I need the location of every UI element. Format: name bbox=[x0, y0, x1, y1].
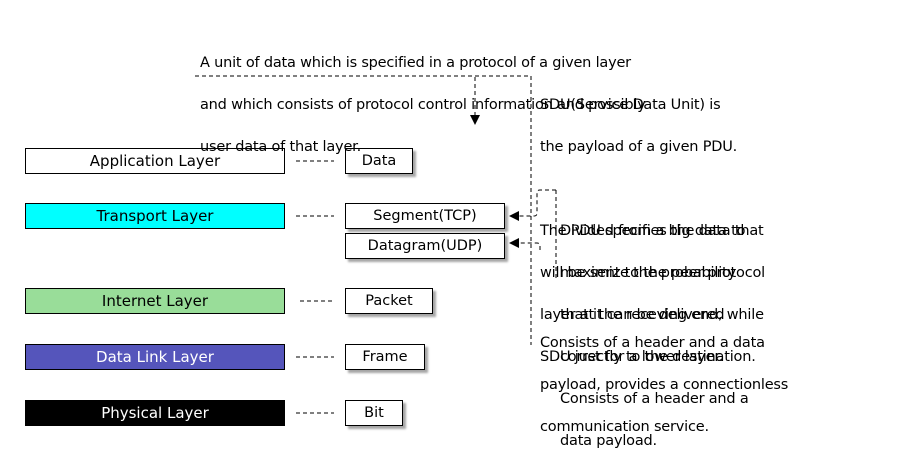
layer-label: Physical Layer bbox=[101, 404, 209, 422]
note-line: data payload. bbox=[560, 433, 657, 449]
note-line: SDU(Service Data Unit) is bbox=[540, 97, 721, 113]
note-line: payload, provides a connectionless bbox=[540, 377, 789, 393]
layer-physical: Physical Layer bbox=[25, 400, 285, 426]
note-line: the payload of a given PDU. bbox=[540, 139, 738, 155]
unit-label: Frame bbox=[362, 349, 408, 365]
note-pdu-definition: A unit of data which is specified in a p… bbox=[200, 28, 646, 182]
note-line: user data of that layer. bbox=[200, 139, 362, 155]
note-line: SDU just for a lower layer. bbox=[540, 349, 724, 365]
note-line: maximize the probability bbox=[560, 265, 736, 281]
unit-packet: Packet bbox=[345, 288, 433, 314]
unit-label: Datagram(UDP) bbox=[367, 238, 483, 254]
unit-label: Bit bbox=[364, 405, 384, 421]
note-datagram: Consists of a header and a data payload,… bbox=[540, 308, 788, 462]
note-line: Divided from a big data to bbox=[560, 223, 746, 239]
note-line: Consists of a header and a data bbox=[540, 335, 765, 351]
note-line: The PDU specifies the data that bbox=[540, 223, 764, 239]
layer-application: Application Layer bbox=[25, 148, 285, 174]
note-line: Consists of a header and a bbox=[560, 391, 749, 407]
unit-label: Data bbox=[361, 153, 397, 169]
pdu-note-connector bbox=[195, 75, 532, 345]
unit-frame: Frame bbox=[345, 344, 425, 370]
layer-label: Application Layer bbox=[89, 152, 221, 170]
layer-data-link: Data Link Layer bbox=[25, 344, 285, 370]
layer-label: Data Link Layer bbox=[96, 348, 214, 366]
note-line bbox=[540, 182, 765, 196]
unit-data: Data bbox=[345, 148, 413, 174]
layer-internet: Internet Layer bbox=[25, 288, 285, 314]
layer-label: Internet Layer bbox=[101, 292, 209, 310]
unit-label: Packet bbox=[365, 293, 413, 309]
unit-bit: Bit bbox=[345, 400, 403, 426]
unit-label: Segment(TCP) bbox=[373, 208, 477, 224]
layer-transport: Transport Layer bbox=[25, 203, 285, 229]
note-line: correctly to the destination. bbox=[560, 349, 756, 365]
note-line: layer at the receving end, while bbox=[540, 307, 764, 323]
note-line: that it can be delivered bbox=[560, 307, 725, 323]
layer-label: Transport Layer bbox=[96, 207, 214, 225]
unit-datagram: Datagram(UDP) bbox=[345, 233, 505, 259]
note-segment: Divided from a big data to maximize the … bbox=[560, 196, 756, 462]
note-line: A unit of data which is specified in a p… bbox=[200, 55, 631, 71]
datagram-note-connector bbox=[509, 238, 541, 250]
note-line: communication service. bbox=[540, 419, 709, 435]
unit-segment: Segment(TCP) bbox=[345, 203, 505, 229]
note-sdu: SDU(Service Data Unit) is the payload of… bbox=[540, 70, 765, 392]
segment-note-connector bbox=[509, 189, 556, 221]
note-line: and which consists of protocol control i… bbox=[200, 97, 646, 113]
note-line: will be sent to the peer protocol bbox=[540, 265, 765, 281]
